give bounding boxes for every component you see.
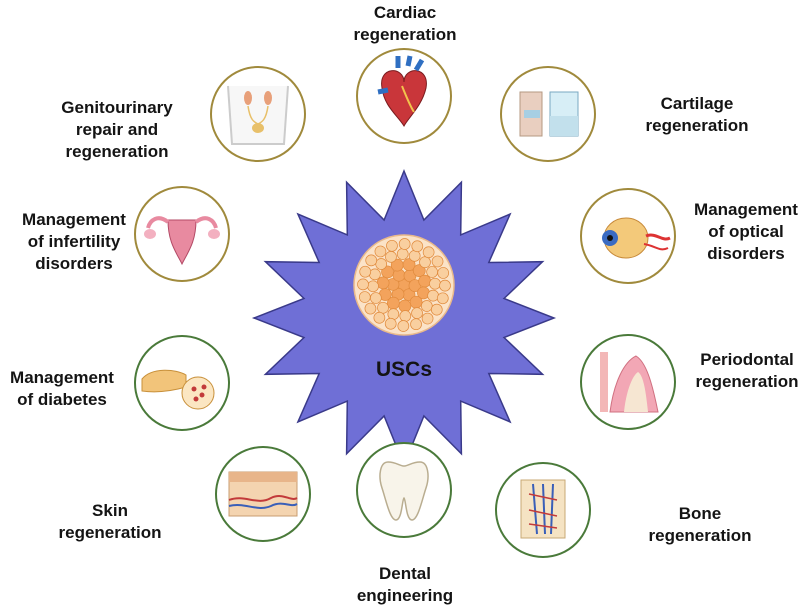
cell [402,258,416,271]
application-node-cardiac [356,48,452,144]
cartilage-icon [519,91,579,137]
cell [386,239,398,252]
cell [397,320,410,332]
cell [427,289,439,302]
cell [367,280,379,293]
cell [426,266,438,278]
application-node-skin [215,446,311,542]
cell [369,268,381,281]
cell [411,307,423,319]
stem-cell-cluster-icon [353,234,455,336]
application-node-infertility [134,186,230,282]
application-node-optical [580,188,676,284]
cell [409,295,423,309]
cell [419,256,431,269]
cell [377,301,389,314]
cell [437,267,450,279]
cell [358,291,371,303]
pancreas-icon [141,369,215,410]
cell [411,240,424,253]
center-label: USCs [375,358,433,381]
application-node-cartilage [500,66,596,162]
cell [387,308,400,320]
cell [375,258,388,270]
cell [418,274,431,288]
cell [365,254,378,267]
eye-icon [602,217,671,259]
cell [408,250,421,262]
cell [357,278,369,291]
cell [421,312,434,325]
urinary-icon [227,85,289,145]
cell [364,302,377,315]
cell [373,311,386,324]
cell [399,310,412,322]
application-node-bone [495,462,591,558]
cell [410,318,422,331]
heart-icon [377,55,427,128]
tooth-icon [379,461,429,521]
cell [376,276,390,290]
cell [420,300,433,312]
application-node-periodontal [580,334,676,430]
cell [370,292,382,304]
cell [398,238,411,250]
application-node-genitourinary [210,66,306,162]
cell [374,245,387,258]
cell [385,251,397,263]
cell [436,292,449,305]
cell [359,265,372,278]
application-node-diabetes [134,335,230,431]
bone-icon [520,479,566,539]
cell [431,255,444,268]
cell [439,279,451,292]
cell [430,303,443,316]
gum-icon [600,352,659,413]
skin-icon [228,471,298,517]
cell [422,246,435,259]
cell [429,277,441,290]
uterus-icon [144,216,220,266]
cell [384,317,397,330]
cell [381,265,394,279]
cell [412,264,426,277]
application-node-dental [356,442,452,538]
cell [396,248,409,260]
